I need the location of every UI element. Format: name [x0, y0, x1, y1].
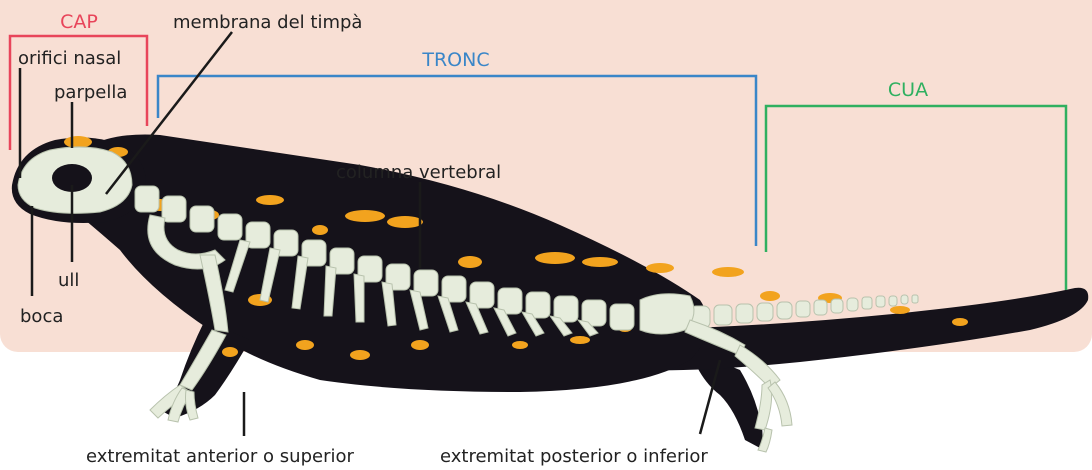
- salamander-illustration-icon: [12, 134, 1088, 452]
- label-parpella: parpella: [54, 82, 127, 103]
- label-columna-vertebral: columna vertebral: [336, 162, 501, 183]
- region-title-cua: CUA: [888, 79, 928, 101]
- label-membrana-timpa: membrana del timpà: [173, 12, 362, 33]
- label-boca: boca: [20, 306, 63, 327]
- region-title-cap: CAP: [60, 11, 98, 33]
- region-title-tronc: TRONC: [421, 49, 489, 71]
- label-ull: ull: [58, 270, 79, 291]
- cua-bracket: [766, 106, 1066, 290]
- label-extremitat-posterior: extremitat posterior o inferior: [440, 446, 708, 467]
- label-orifici-nasal: orifici nasal: [18, 48, 121, 69]
- label-extremitat-anterior: extremitat anterior o superior: [86, 446, 354, 467]
